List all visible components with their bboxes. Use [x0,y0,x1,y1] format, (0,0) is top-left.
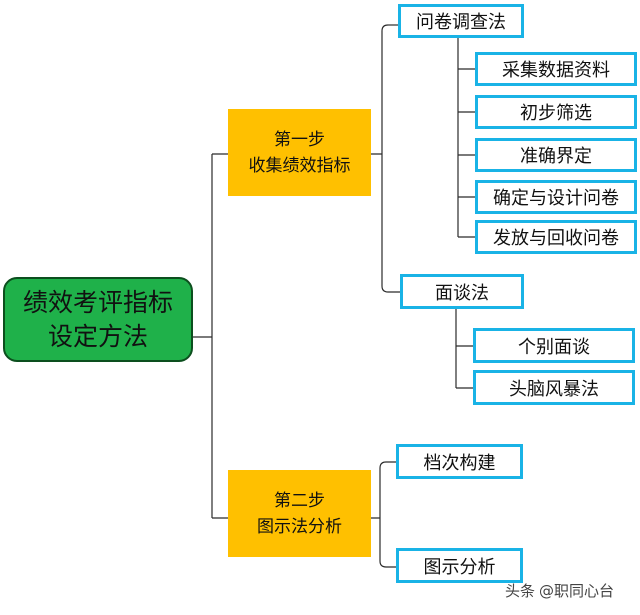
questionnaire-item-5-label: 发放与回收问卷 [493,228,619,249]
step2-item-2: 图示分析 [396,548,523,583]
questionnaire-item-4-label: 确定与设计问卷 [493,188,619,209]
step2-line2: 图示法分析 [257,516,342,537]
interview-item-2-label: 头脑风暴法 [509,378,599,400]
interview-item-1-label: 个别面谈 [518,336,590,358]
step1-node: 第一步 收集绩效指标 [228,109,371,196]
questionnaire-item-5: 发放与回收问卷 [475,220,637,254]
step2-node: 第二步 图示法分析 [228,470,371,557]
questionnaire-item-2-label: 初步筛选 [520,103,592,124]
step2-line1: 第二步 [274,490,325,511]
step1-line2: 收集绩效指标 [248,155,351,176]
method-questionnaire-label: 问卷调查法 [416,12,506,33]
watermark-source: 头条 [505,582,536,600]
root-title-line2: 设定方法 [47,321,148,351]
interview-item-2: 头脑风暴法 [473,370,635,405]
connector-method1-items [457,38,475,238]
connector-method2-items [455,309,473,389]
connector-root-steps [193,153,228,519]
watermark: 头条@职同心台 [505,580,614,601]
questionnaire-item-1-label: 采集数据资料 [502,60,610,81]
questionnaire-item-1: 采集数据资料 [475,52,637,86]
questionnaire-item-3-label: 准确界定 [520,146,592,167]
method-interview: 面谈法 [400,274,524,309]
questionnaire-item-2: 初步筛选 [475,95,637,129]
questionnaire-item-4: 确定与设计问卷 [475,180,637,214]
step2-item-1-label: 档次构建 [423,452,496,474]
step1-line1: 第一步 [274,129,325,150]
step2-item-1: 档次构建 [396,444,523,479]
root-title-line1: 绩效考评指标 [22,287,173,317]
interview-item-1: 个别面谈 [473,328,635,363]
connector-step2-items [371,461,396,568]
watermark-account: @职同心台 [539,582,615,600]
connector-step1-methods [371,24,400,293]
method-questionnaire: 问卷调查法 [398,4,524,38]
root-node: 绩效考评指标 设定方法 [3,277,193,362]
questionnaire-item-3: 准确界定 [475,138,637,172]
method-interview-label: 面谈法 [435,282,489,304]
step2-item-2-label: 图示分析 [423,556,496,578]
